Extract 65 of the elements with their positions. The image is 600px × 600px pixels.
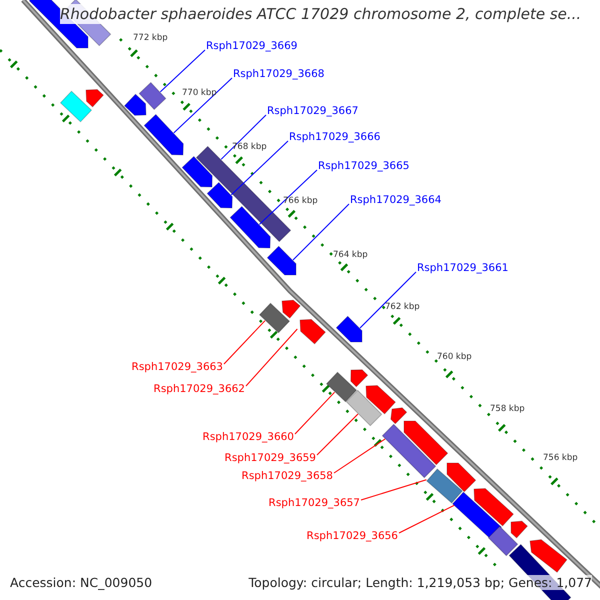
gene-label: Rsph17029_3663 <box>132 361 223 373</box>
gene-pentagon <box>404 420 448 466</box>
leader-line <box>334 438 386 474</box>
gene-pentagon <box>124 94 146 116</box>
gene-pentagon <box>336 316 362 342</box>
scale-label: 768 kbp <box>232 142 267 152</box>
gene-pentagon <box>300 319 326 344</box>
topology-text: Topology: circular; Length: 1,219,053 bp; Genes: 1,077 <box>248 575 592 590</box>
gene-label: Rsph17029_3666 <box>289 131 380 143</box>
leader-line <box>258 170 318 225</box>
gene-pentagon <box>266 246 296 276</box>
gene-pentagon <box>182 156 213 188</box>
gene-label: Rsph17029_3657 <box>268 497 360 509</box>
gene-label: Rsph17029_3667 <box>267 105 358 117</box>
gene-block <box>60 90 92 122</box>
leader-line <box>292 204 350 260</box>
gene-pentagon <box>474 488 514 526</box>
scale-label: 766 kbp <box>283 196 318 206</box>
leader-line <box>224 320 266 364</box>
scale-label: 756 kbp <box>543 453 578 463</box>
gene-label: Rsph17029_3656 <box>306 530 398 542</box>
gene-block <box>488 526 518 556</box>
gene-label: Rsph17029_3669 <box>206 40 298 52</box>
gene-label: Rsph17029_3661 <box>417 262 508 274</box>
scale-label: 762 kbp <box>385 302 420 312</box>
scale-label: 764 kbp <box>333 250 368 260</box>
map-title: Rhodobacter sphaeroides ATCC 17029 chromosome 2, complete se... <box>60 4 582 24</box>
gene-pentagon <box>144 114 184 156</box>
gene-block <box>258 302 290 334</box>
leader-line <box>360 479 427 500</box>
gene-pentagon <box>282 300 301 319</box>
gene-pentagon <box>366 385 396 414</box>
gene-block <box>346 390 382 426</box>
leader-line <box>360 272 416 328</box>
gene-label: Rsph17029_3662 <box>154 383 245 395</box>
leader-line <box>316 414 358 456</box>
gene-label: Rsph17029_3664 <box>350 194 442 206</box>
leader-line <box>173 78 232 134</box>
gene-pentagon <box>530 539 568 573</box>
leader-line <box>230 140 288 196</box>
gene-label: Rsph17029_3660 <box>202 431 294 443</box>
scale-label: 760 kbp <box>437 352 472 362</box>
gene-pentagon <box>230 206 271 248</box>
leader-line <box>294 392 336 434</box>
leader-line <box>398 504 455 534</box>
scale-label: 772 kbp <box>133 33 168 43</box>
gene-label: Rsph17029_3658 <box>242 470 333 482</box>
gene-block <box>426 468 463 504</box>
gene-label: Rsph17029_3665 <box>318 160 410 172</box>
gene-label: Rsph17029_3668 <box>233 68 324 80</box>
gene-label: Rsph17029_3659 <box>224 452 316 464</box>
gene-pentagon <box>510 520 528 538</box>
gene-block <box>138 82 166 110</box>
leader-line <box>246 328 298 386</box>
gene-pentagon <box>350 369 368 388</box>
scale-label: 758 kbp <box>490 404 525 414</box>
leader-line <box>220 114 266 160</box>
accession-text: Accession: NC_009050 <box>10 575 152 590</box>
scale-label: 770 kbp <box>182 88 217 98</box>
leader-line <box>160 50 206 92</box>
gene-block <box>382 424 436 478</box>
gene-block <box>452 492 502 540</box>
gene-pentagon <box>206 182 233 208</box>
gene-block <box>326 372 358 402</box>
gene-pentagon <box>86 89 104 108</box>
